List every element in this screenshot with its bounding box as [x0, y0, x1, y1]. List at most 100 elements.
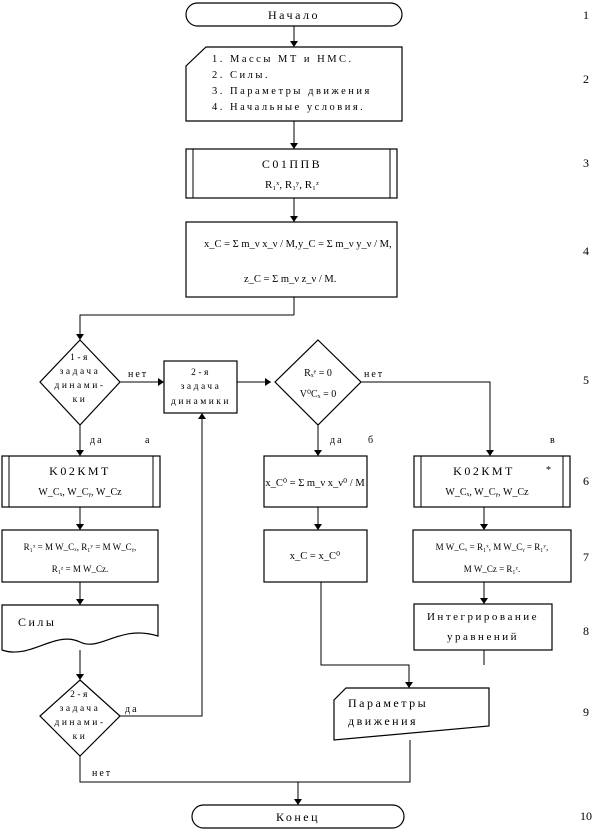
subprocess-c01-text: R₁ˣ, R₁ʸ, R₁ᶻ: [265, 179, 319, 191]
arrow-head-icon: [314, 450, 322, 456]
label-yes-task-1: да: [90, 435, 104, 446]
decision-task-1-line-4: ки: [73, 395, 88, 405]
arrow-head-icon: [76, 334, 84, 340]
arrow-head-icon: [198, 413, 206, 419]
start-terminator: Начало: [185, 2, 403, 27]
start-label: Начало: [268, 8, 320, 22]
formula-block: x_C = Σ m_ν x_ν / M, y_C = Σ m_ν y_ν / M…: [185, 221, 398, 298]
decision-task-1-line-3: динами-: [55, 381, 106, 391]
forces-document-label: Силы: [18, 615, 56, 629]
decision-task-2-line-1: 2-я: [70, 690, 90, 700]
arrow-head-icon: [294, 799, 302, 805]
xc-equals-block: x_C = x_C⁰: [263, 529, 368, 583]
decision-task-1-line-2: задача: [60, 367, 101, 377]
arrow-head-icon: [290, 216, 298, 222]
label-a: а: [145, 435, 151, 446]
decision-task-1-line-1: 1-я: [70, 353, 90, 363]
integration-line-2: уравнений: [447, 631, 519, 643]
arrow-head-icon: [314, 524, 322, 530]
formula-xc: x_C = Σ m_ν x_ν / M,: [204, 239, 298, 250]
formula-yc: y_C = Σ m_ν y_ν / M,: [298, 239, 392, 250]
end-label: Конец: [276, 810, 320, 824]
connector-lines: [79, 26, 491, 805]
step-number-7: 7: [583, 550, 589, 564]
params-document-line-1: Параметры: [348, 696, 428, 710]
task-2-line-2: задача: [181, 382, 222, 392]
decision-rv-line-1: Rₓᵉ = 0: [304, 368, 332, 379]
label-no-task-1: нет: [128, 369, 148, 380]
params-document: Параметры движения: [333, 687, 490, 741]
input-block: 1. Массы МТ и НМС. 2. Силы. 3. Параметры…: [185, 46, 403, 122]
forces-right-block: M W_Cₓ = R₁ˣ, M W_Cᵧ = R₁ʸ, M W_Cz = R₁ᶻ…: [412, 529, 572, 583]
formula-zc: z_C = Σ m_ν z_ν / M.: [244, 274, 336, 285]
arrow-head-icon: [158, 378, 164, 386]
arrow-heads: [76, 41, 494, 805]
subprocess-k02-left-title: K02КМТ: [49, 464, 111, 478]
step-number-9: 9: [583, 705, 589, 719]
step-number-1: 1: [583, 8, 589, 22]
label-no-rv: нет: [364, 369, 384, 380]
step-number-10: 10: [580, 809, 592, 823]
label-no-task-2: нет: [92, 768, 112, 779]
arrow-head-icon: [290, 143, 298, 149]
task-2-line-3: динамики: [171, 397, 231, 407]
step-number-6: 6: [583, 474, 589, 488]
label-v: в: [550, 435, 557, 446]
input-line-1: 1. Массы МТ и НМС.: [212, 54, 354, 65]
forces-right-line-2: M W_Cz = R₁ᶻ.: [464, 564, 521, 574]
step-number-2: 2: [583, 72, 589, 86]
arrow-head-icon: [480, 524, 488, 530]
integration-block: Интегрирование уравнений: [413, 603, 553, 651]
params-document-line-2: движения: [348, 714, 418, 728]
arrow-head-icon: [76, 524, 84, 530]
decision-task-2-line-4: ки: [73, 732, 88, 742]
input-line-3: 3. Параметры движения: [212, 86, 372, 97]
subprocess-c01: C01ППВ R₁ˣ, R₁ʸ, R₁ᶻ: [185, 148, 398, 199]
forces-document: Силы: [1, 604, 159, 653]
arrow-head-icon: [265, 378, 271, 386]
subprocess-k02-left: K02КМТ W_Cₓ, W_Cᵧ, W_Cz: [1, 455, 161, 508]
subprocess-k02-right-title: K02КМТ: [453, 464, 515, 478]
end-terminator: Конец: [191, 804, 405, 829]
task-2-line-1: 2-я: [191, 368, 211, 378]
subprocess-k02-right-text: W_Cₓ, W_Cᵧ, W_Cz: [445, 487, 529, 498]
xc0-formula-block: x_C⁰ = Σ m_ν x_ν⁰ / M: [263, 455, 368, 508]
decision-task-2-line-3: динами-: [55, 718, 106, 728]
arrow-head-icon: [405, 682, 413, 688]
arrow-head-icon: [76, 674, 84, 680]
label-yes-task-2: да: [125, 704, 139, 715]
task-2-block: 2-я задача динамики: [163, 360, 238, 414]
decision-rv-line-2: V⁰Cₓ = 0: [300, 389, 336, 400]
decision-task-1: 1-я задача динами- ки: [39, 339, 121, 426]
label-b: б: [368, 435, 375, 446]
step-number-5: 5: [583, 373, 589, 387]
input-line-2: 2. Силы.: [212, 70, 270, 81]
arrow-head-icon: [290, 41, 298, 47]
xc0-formula: x_C⁰ = Σ m_ν x_ν⁰ / M: [265, 477, 365, 489]
subprocess-k02-right: K02КМТ W_Cₓ, W_Cᵧ, W_Cz: [413, 455, 571, 508]
xc-equals: x_C = x_C⁰: [290, 550, 341, 562]
input-line-4: 4. Начальные условия.: [212, 102, 365, 113]
branch-labels: нет нет да а да б в * да нет: [90, 369, 557, 779]
label-star: *: [546, 465, 553, 476]
label-yes-rv: да: [330, 435, 344, 446]
arrow-head-icon: [76, 599, 84, 605]
step-number-4: 4: [583, 244, 589, 258]
integration-line-1: Интегрирование: [427, 611, 539, 623]
forces-left-line-2: R₁ᶻ = M W_Cz.: [52, 564, 109, 574]
forces-left-block: R₁ˣ = M W_Cₓ, R₁ʸ = M W_Cᵧ, R₁ᶻ = M W_Cz…: [1, 529, 159, 583]
forces-right-line-1: M W_Cₓ = R₁ˣ, M W_Cᵧ = R₁ʸ,: [436, 542, 549, 553]
step-number-8: 8: [583, 624, 589, 638]
step-number-3: 3: [583, 156, 589, 170]
step-numbers: 1 2 3 4 5 6 7 8 9 10: [580, 8, 592, 823]
arrow-head-icon: [480, 598, 488, 604]
subprocess-k02-left-text: W_Cₓ, W_Cᵧ, W_Cz: [38, 487, 122, 498]
decision-task-2-line-2: задача: [60, 704, 101, 714]
decision-rv: Rₓᵉ = 0 V⁰Cₓ = 0: [274, 339, 362, 426]
arrow-head-icon: [486, 450, 494, 456]
arrow-head-icon: [76, 450, 84, 456]
decision-task-2: 2-я задача динами- ки: [39, 679, 121, 757]
subprocess-c01-title: C01ППВ: [262, 157, 322, 171]
forces-left-line-1: R₁ˣ = M W_Cₓ, R₁ʸ = M W_Cᵧ,: [24, 542, 137, 553]
